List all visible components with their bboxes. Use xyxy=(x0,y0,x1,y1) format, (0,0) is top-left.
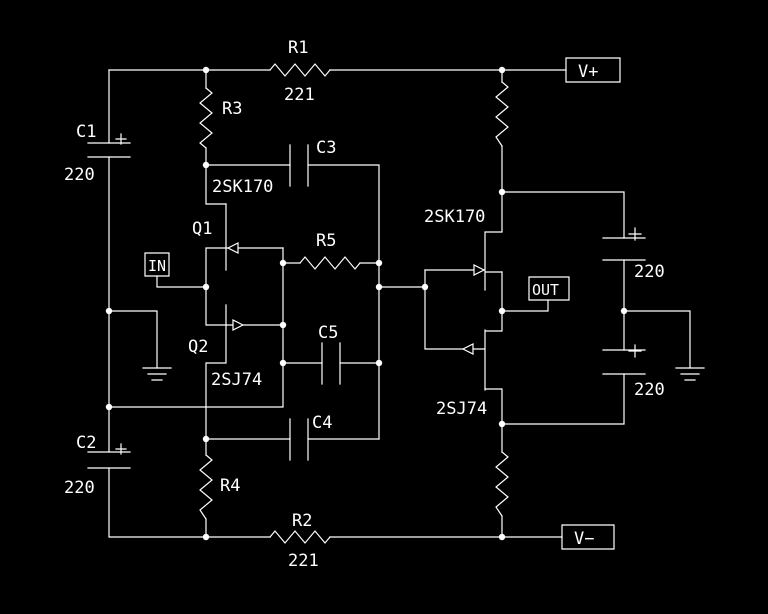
c5-ref-label: C5 xyxy=(318,323,338,343)
lower-cap-value-label: 220 xyxy=(634,380,665,400)
component-labels: R1 221 R3 C1 220 C3 2SK170 Q1 R5 Q2 2SJ7… xyxy=(64,38,665,571)
port-in: IN xyxy=(144,252,170,277)
resistor-r2 xyxy=(269,530,331,544)
port-out-label: OUT xyxy=(532,281,559,299)
q1-ref-label: Q1 xyxy=(192,219,212,239)
capacitor-upper-220 xyxy=(602,227,646,261)
q2-part-label: 2SJ74 xyxy=(211,370,262,390)
r1-ref-label: R1 xyxy=(288,38,308,58)
q3-part-label: 2SK170 xyxy=(424,207,485,227)
r2-ref-label: R2 xyxy=(292,511,312,531)
capacitors xyxy=(87,133,646,469)
resistors xyxy=(199,63,509,544)
q4-part-label: 2SJ74 xyxy=(436,399,487,419)
junctions xyxy=(105,66,628,541)
capacitor-c4 xyxy=(289,418,309,461)
capacitor-c3 xyxy=(289,144,309,187)
q1-gate-arrow xyxy=(226,242,239,254)
resistor-drain-top xyxy=(495,81,509,147)
upper-cap-value-label: 220 xyxy=(634,262,665,282)
c1-value-label: 220 xyxy=(64,165,95,185)
resistor-r5 xyxy=(299,256,361,270)
port-vplus: V+ xyxy=(565,57,621,83)
r4-ref-label: R4 xyxy=(220,476,240,496)
q2-ref-label: Q2 xyxy=(188,337,208,357)
resistor-r3 xyxy=(199,87,213,149)
q2-gate-arrow xyxy=(232,319,245,331)
capacitor-lower-220 xyxy=(602,344,646,375)
r5-ref-label: R5 xyxy=(316,231,336,251)
q1-part-label: 2SK170 xyxy=(212,177,273,197)
port-vminus: V− xyxy=(561,524,615,550)
r3-ref-label: R3 xyxy=(222,99,242,119)
r2-value-label: 221 xyxy=(288,551,319,571)
wires xyxy=(108,69,705,538)
c2-ref-label: C2 xyxy=(76,433,96,453)
transistor-arrows xyxy=(226,242,486,355)
c3-ref-label: C3 xyxy=(316,138,336,158)
resistor-drain-bottom xyxy=(495,451,509,517)
capacitor-c2 xyxy=(87,443,131,469)
resistor-r4 xyxy=(199,454,213,520)
r1-value-label: 221 xyxy=(284,85,315,105)
port-out: OUT xyxy=(528,276,570,301)
port-vminus-label: V− xyxy=(574,529,594,549)
q4-gate-arrow xyxy=(461,343,474,355)
port-vplus-label: V+ xyxy=(578,62,598,82)
c1-ref-label: C1 xyxy=(76,122,96,142)
capacitor-c5 xyxy=(321,342,341,385)
capacitor-c1 xyxy=(87,133,131,158)
c4-ref-label: C4 xyxy=(312,413,332,433)
port-in-label: IN xyxy=(148,257,166,275)
c2-value-label: 220 xyxy=(64,478,95,498)
q3-gate-arrow xyxy=(473,264,486,276)
resistor-r1 xyxy=(269,63,331,77)
